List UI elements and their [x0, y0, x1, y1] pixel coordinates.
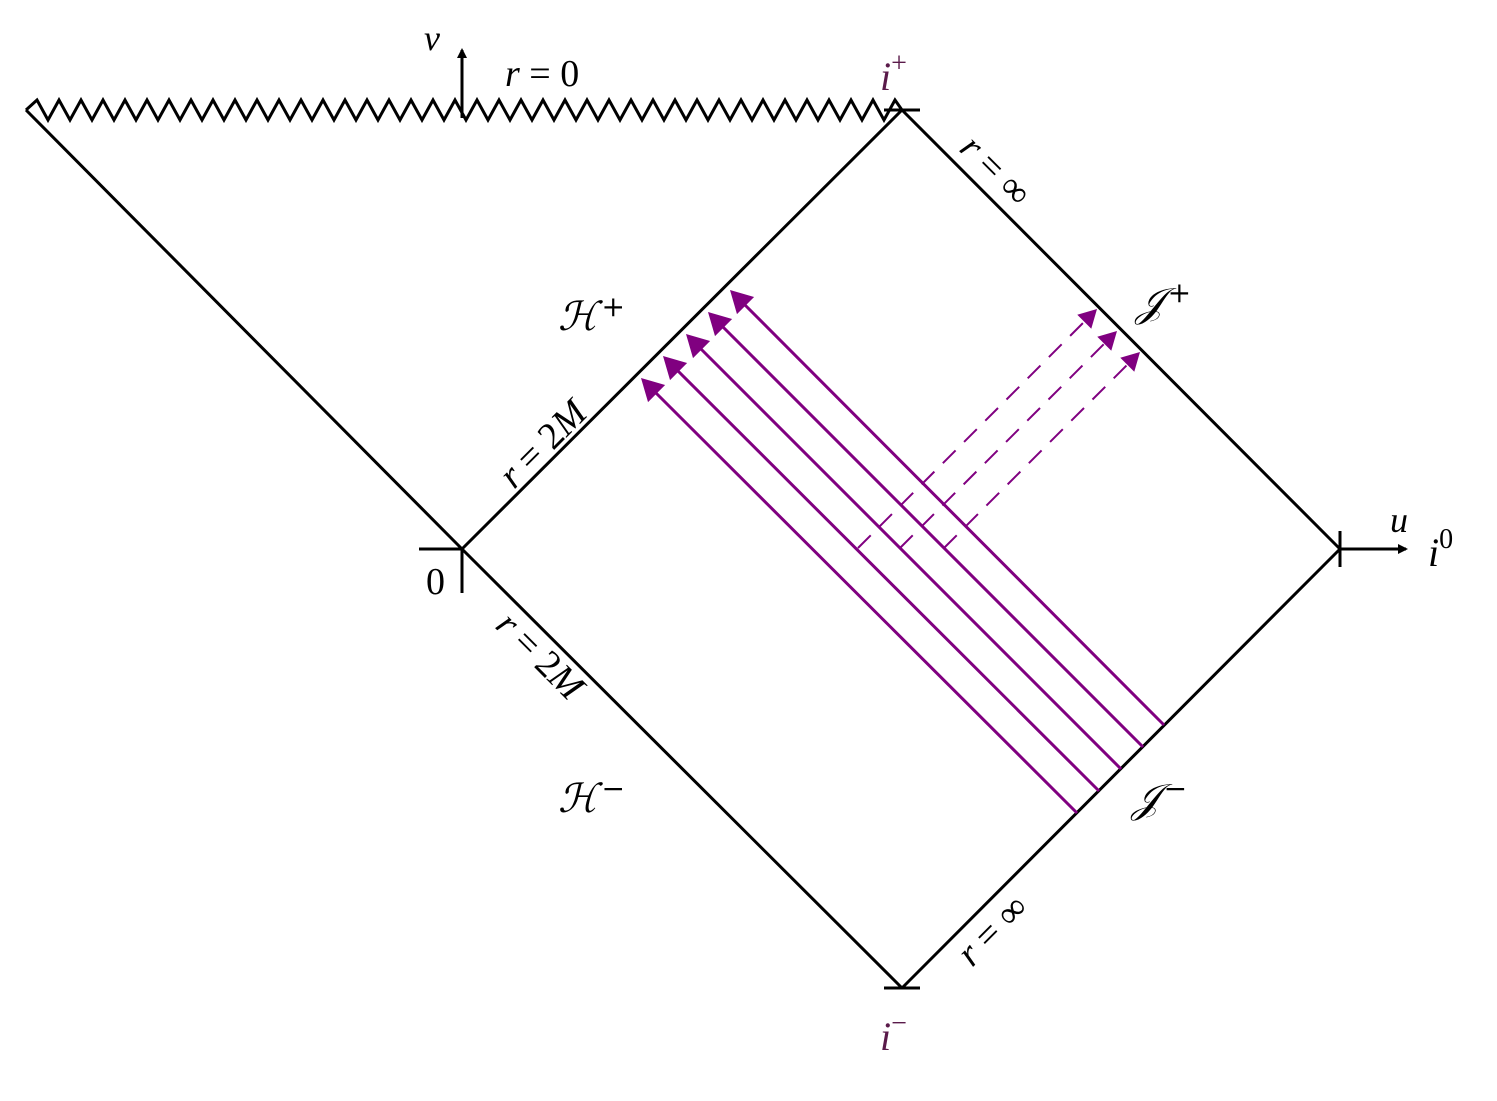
- past-horizon-label: ℋ−: [558, 772, 625, 822]
- outgoing-ray-2: [899, 338, 1110, 549]
- scri-minus-label: 𝒥−: [1130, 772, 1187, 822]
- origin-label: 0: [426, 561, 445, 603]
- ingoing-ray-3: [696, 344, 1123, 771]
- outgoing-ray-3: [943, 359, 1133, 549]
- i-plus-label: i+: [880, 48, 907, 99]
- ingoing-ray-1: [651, 388, 1079, 815]
- r-2m-lower-label: r = 2M: [488, 604, 594, 710]
- past-horizon-edge: [460, 547, 904, 990]
- ingoing-ray-2: [673, 366, 1101, 793]
- arrowhead-icon: [1077, 309, 1097, 329]
- singularity-label: r = 0: [505, 53, 579, 95]
- i-zero-label: i0: [1428, 524, 1453, 575]
- arrowhead-icon: [730, 290, 755, 315]
- future-horizon-label: ℋ+: [558, 290, 625, 340]
- r-inf-upper-label: r = ∞: [952, 127, 1040, 215]
- ingoing-ray-5: [740, 300, 1166, 727]
- r-inf-lower-label: r = ∞: [949, 886, 1037, 974]
- singularity-zigzag: [24, 96, 904, 124]
- scri-plus-edge: [900, 108, 1342, 551]
- arrowhead-icon: [641, 378, 666, 403]
- arrowhead-icon: [1097, 331, 1117, 351]
- radiation-rays: [641, 290, 1166, 815]
- r-2m-upper-label: r = 2M: [491, 390, 597, 496]
- arrowhead-icon: [663, 356, 688, 381]
- arrowhead-icon: [686, 334, 711, 359]
- outgoing-ray-1: [857, 316, 1090, 549]
- i-minus-label: i−: [880, 1008, 907, 1059]
- arrowhead-icon: [1120, 352, 1140, 372]
- v-axis-label: v: [424, 18, 440, 58]
- ingoing-ray-4: [718, 322, 1145, 749]
- left-edge: [24, 108, 464, 551]
- future-horizon-edge: [460, 108, 904, 551]
- arrowhead-icon: [708, 312, 733, 337]
- scri-plus-label: 𝒥+: [1134, 276, 1191, 326]
- u-axis-label: u: [1390, 500, 1408, 540]
